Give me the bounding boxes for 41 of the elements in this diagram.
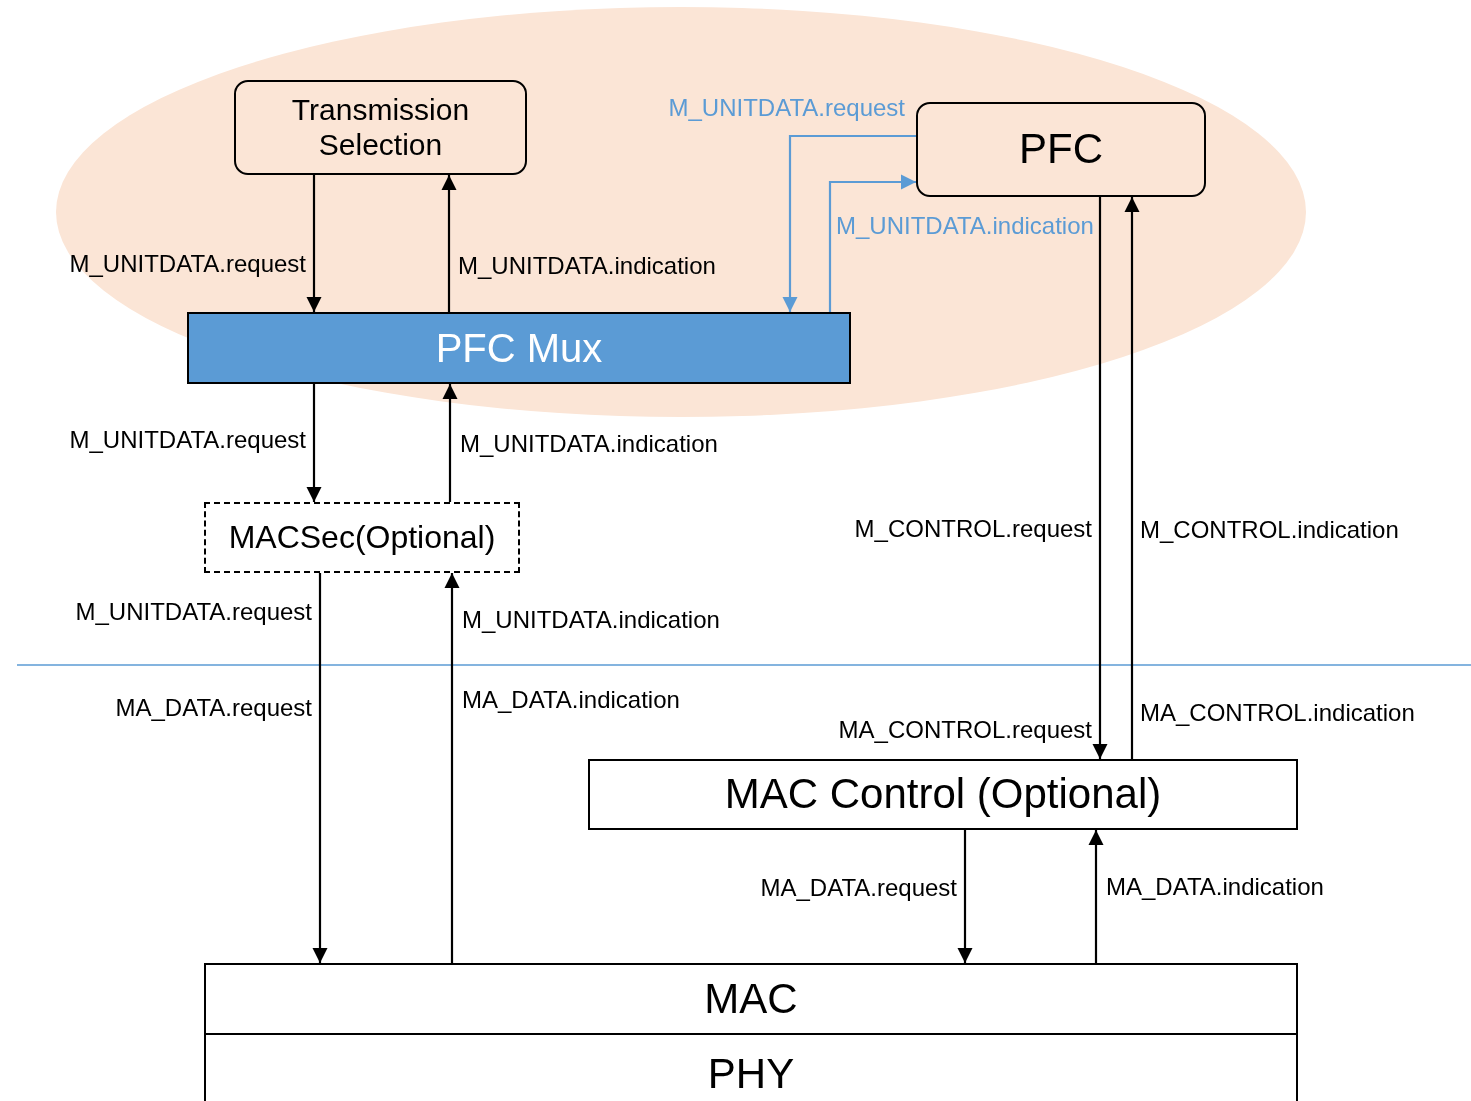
arrow: [1092, 197, 1108, 759]
edge-label: M_UNITDATA.indication: [836, 212, 1094, 241]
edge-label: M_UNITDATA.request: [668, 94, 905, 123]
process-box: [916, 102, 1206, 197]
layer-box: [204, 1033, 1298, 1101]
block-title: PFC: [1019, 125, 1103, 174]
arrow: [1124, 197, 1140, 759]
block-title: MAC Control (Optional): [724, 770, 1162, 819]
edge-label: M_CONTROL.request: [854, 515, 1092, 544]
arrow: [441, 175, 457, 312]
block-title: MACSec(Optional): [228, 519, 496, 556]
edge-label: M_UNITDATA.request: [69, 426, 306, 455]
signal-label: MA_CONTROL.request: [838, 716, 1092, 745]
arrow: [957, 830, 973, 963]
process-box: [234, 80, 527, 175]
edge-label: MA_DATA.indication: [1106, 873, 1324, 902]
arrow: [444, 573, 460, 963]
arrow: [828, 174, 916, 312]
process-box: [588, 759, 1298, 830]
arrow: [1088, 830, 1104, 963]
edge-label: M_UNITDATA.request: [75, 598, 312, 627]
arrow: [306, 175, 322, 312]
arrow: [782, 134, 916, 312]
arrow: [306, 384, 322, 502]
block-title: Transmission Selection: [290, 93, 471, 162]
edge-label: M_UNITDATA.indication: [458, 252, 716, 281]
arrow: [312, 573, 328, 963]
layer-box: [204, 963, 1298, 1035]
edge-label: MA_DATA.request: [760, 874, 957, 903]
arrow: [442, 384, 458, 502]
signal-label: MA_CONTROL.indication: [1140, 699, 1415, 728]
edge-label: M_UNITDATA.request: [69, 250, 306, 279]
optional-box: [204, 502, 520, 573]
edge-label: M_CONTROL.indication: [1140, 516, 1399, 545]
block-title: PFC Mux: [435, 325, 603, 371]
edge-label: M_UNITDATA.indication: [460, 430, 718, 459]
signal-label: MA_DATA.request: [115, 694, 312, 723]
block-title: MAC: [704, 974, 798, 1024]
signal-label: MA_DATA.indication: [462, 686, 680, 715]
block-title: PHY: [707, 1049, 795, 1099]
edge-label: M_UNITDATA.indication: [462, 606, 720, 635]
